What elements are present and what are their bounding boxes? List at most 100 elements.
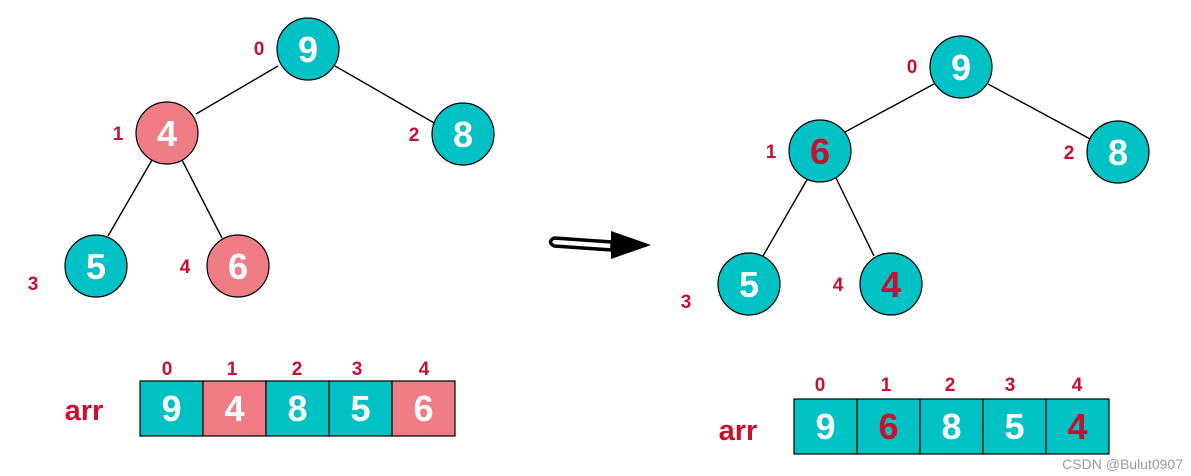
right-array-cell-0-value: 9 (815, 406, 835, 447)
edge-1-3 (762, 177, 809, 257)
right-array-index-2: 2 (945, 375, 956, 396)
right-array-cell-0: 9 (793, 398, 858, 455)
left-array-cell-3-box (328, 380, 393, 437)
left-array-index-0: 0 (162, 359, 173, 380)
right-node-2: 8 2 (1064, 120, 1150, 184)
left-node-1-circle (135, 101, 199, 165)
left-array-index-4: 4 (419, 359, 430, 380)
left-array-cell-4-box (391, 380, 456, 437)
right-node-3-index: 3 (681, 292, 692, 313)
left-node-1: 4 1 (113, 101, 199, 165)
watermark: CSDN @Bulut0907 (1062, 456, 1183, 472)
left-array-cell-3: 5 (328, 380, 393, 437)
right-node-2-circle (1086, 120, 1150, 184)
left-tree: 9 0 4 1 8 2 5 3 6 4 (28, 17, 495, 298)
right-array-cell-1-value: 6 (878, 406, 898, 447)
right-node-2-index: 2 (1064, 143, 1075, 164)
right-node-1-circle (788, 119, 852, 183)
right-array-cell-1: 6 (856, 398, 921, 455)
edge-0-1 (844, 83, 935, 133)
right-node-1-value: 6 (810, 131, 830, 172)
right-array-cell-4-value: 4 (1067, 406, 1087, 447)
right-node-4: 4 4 (833, 252, 923, 316)
left-node-0-index: 0 (254, 39, 265, 60)
right-tree: 9 0 6 1 8 2 5 3 4 4 (681, 35, 1150, 316)
right-array-cell-2: 8 (919, 398, 984, 455)
left-node-3-index: 3 (28, 274, 39, 295)
left-array-cell-3-value: 5 (350, 388, 370, 429)
left-array-cell-1: 4 (202, 380, 267, 437)
right-node-4-circle (859, 252, 923, 316)
left-array-index-3: 3 (352, 359, 363, 380)
right-node-3-value: 5 (739, 264, 759, 305)
right-node-4-index: 4 (833, 275, 844, 296)
edge-0-1 (195, 65, 279, 115)
right-array-cell-2-box (919, 398, 984, 455)
arrow-shaft (548, 236, 614, 252)
left-node-0-value: 9 (298, 29, 318, 70)
left-array-index-1: 1 (227, 359, 238, 380)
left-node-2-value: 8 (453, 114, 473, 155)
left-array-cell-4-value: 6 (413, 388, 433, 429)
edge-0-2 (987, 83, 1093, 141)
edge-1-4 (835, 177, 875, 257)
right-tree-edges (762, 83, 1093, 257)
left-node-4-value: 6 (228, 246, 248, 287)
right-array-cell-2-value: 8 (941, 406, 961, 447)
left-node-3: 5 3 (28, 234, 128, 298)
left-node-2-index: 2 (409, 125, 420, 146)
right-node-2-value: 8 (1108, 132, 1128, 173)
right-array-index-1: 1 (881, 375, 892, 396)
left-node-4-index: 4 (180, 257, 191, 278)
right-array-cell-4-box (1045, 398, 1110, 455)
right-array-cell-1-box (856, 398, 921, 455)
left-node-0: 9 0 (254, 17, 340, 81)
left-node-3-circle (64, 234, 128, 298)
right-array-cell-4: 4 (1045, 398, 1110, 455)
left-node-4-circle (206, 234, 270, 298)
left-array-cell-0: 9 (139, 380, 204, 437)
edge-1-3 (107, 159, 153, 237)
left-node-4: 6 4 (180, 234, 270, 298)
left-array: arr 0 1 2 3 4 9 4 8 5 6 (65, 359, 456, 437)
right-node-1: 6 1 (766, 119, 852, 183)
left-array-cell-1-box (202, 380, 267, 437)
edge-0-2 (334, 65, 437, 125)
arrow-head (611, 231, 651, 259)
left-node-3-value: 5 (86, 246, 106, 287)
left-node-2: 8 2 (409, 102, 495, 166)
left-array-cell-0-value: 9 (161, 388, 181, 429)
left-array-cell-2-value: 8 (287, 388, 307, 429)
left-array-cell-2-box (265, 380, 330, 437)
right-array-index-3: 3 (1005, 375, 1016, 396)
right-array: arr 0 1 2 3 4 9 6 8 5 4 (719, 375, 1110, 455)
right-array-index-4: 4 (1072, 375, 1083, 396)
right-node-4-value: 4 (881, 264, 901, 305)
right-node-0-value: 9 (951, 47, 971, 88)
left-array-index-2: 2 (292, 359, 303, 380)
left-array-cell-1-value: 4 (224, 388, 244, 429)
right-node-0-index: 0 (907, 57, 918, 78)
left-node-2-circle (431, 102, 495, 166)
left-node-0-circle (276, 17, 340, 81)
right-node-3-circle (717, 252, 781, 316)
right-array-label: arr (719, 415, 758, 447)
left-array-cell-2: 8 (265, 380, 330, 437)
right-node-0: 9 0 (907, 35, 993, 99)
left-array-cell-0-box (139, 380, 204, 437)
left-array-label: arr (65, 395, 104, 427)
right-array-cell-3: 5 (982, 398, 1047, 455)
right-node-1-index: 1 (766, 142, 777, 163)
right-array-cell-3-value: 5 (1004, 406, 1024, 447)
left-tree-edges (107, 65, 437, 239)
transform-arrow-icon (548, 231, 651, 259)
edge-1-4 (181, 159, 223, 239)
right-array-index-0: 0 (815, 375, 826, 396)
left-array-cell-4: 6 (391, 380, 456, 437)
left-node-1-value: 4 (157, 113, 177, 154)
right-array-cell-3-box (982, 398, 1047, 455)
right-node-0-circle (929, 35, 993, 99)
left-node-1-index: 1 (113, 124, 124, 145)
right-node-3: 5 3 (681, 252, 781, 316)
